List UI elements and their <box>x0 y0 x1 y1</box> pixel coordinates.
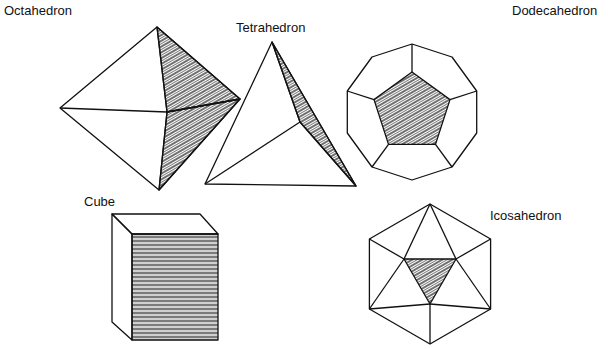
solid-name-label: Tetrahedron <box>236 20 305 35</box>
dodecahedron-figure <box>347 44 476 180</box>
solid-name-label: Octahedron <box>4 3 72 18</box>
cube-figure <box>112 214 218 340</box>
solid-name-label: Icosahedron <box>490 208 562 223</box>
icosahedron-figure <box>369 204 490 344</box>
solid-name-label: Cube <box>84 194 115 209</box>
tetrahedron-figure <box>205 42 356 186</box>
solid-name-label: Dodecahedron <box>512 3 597 18</box>
